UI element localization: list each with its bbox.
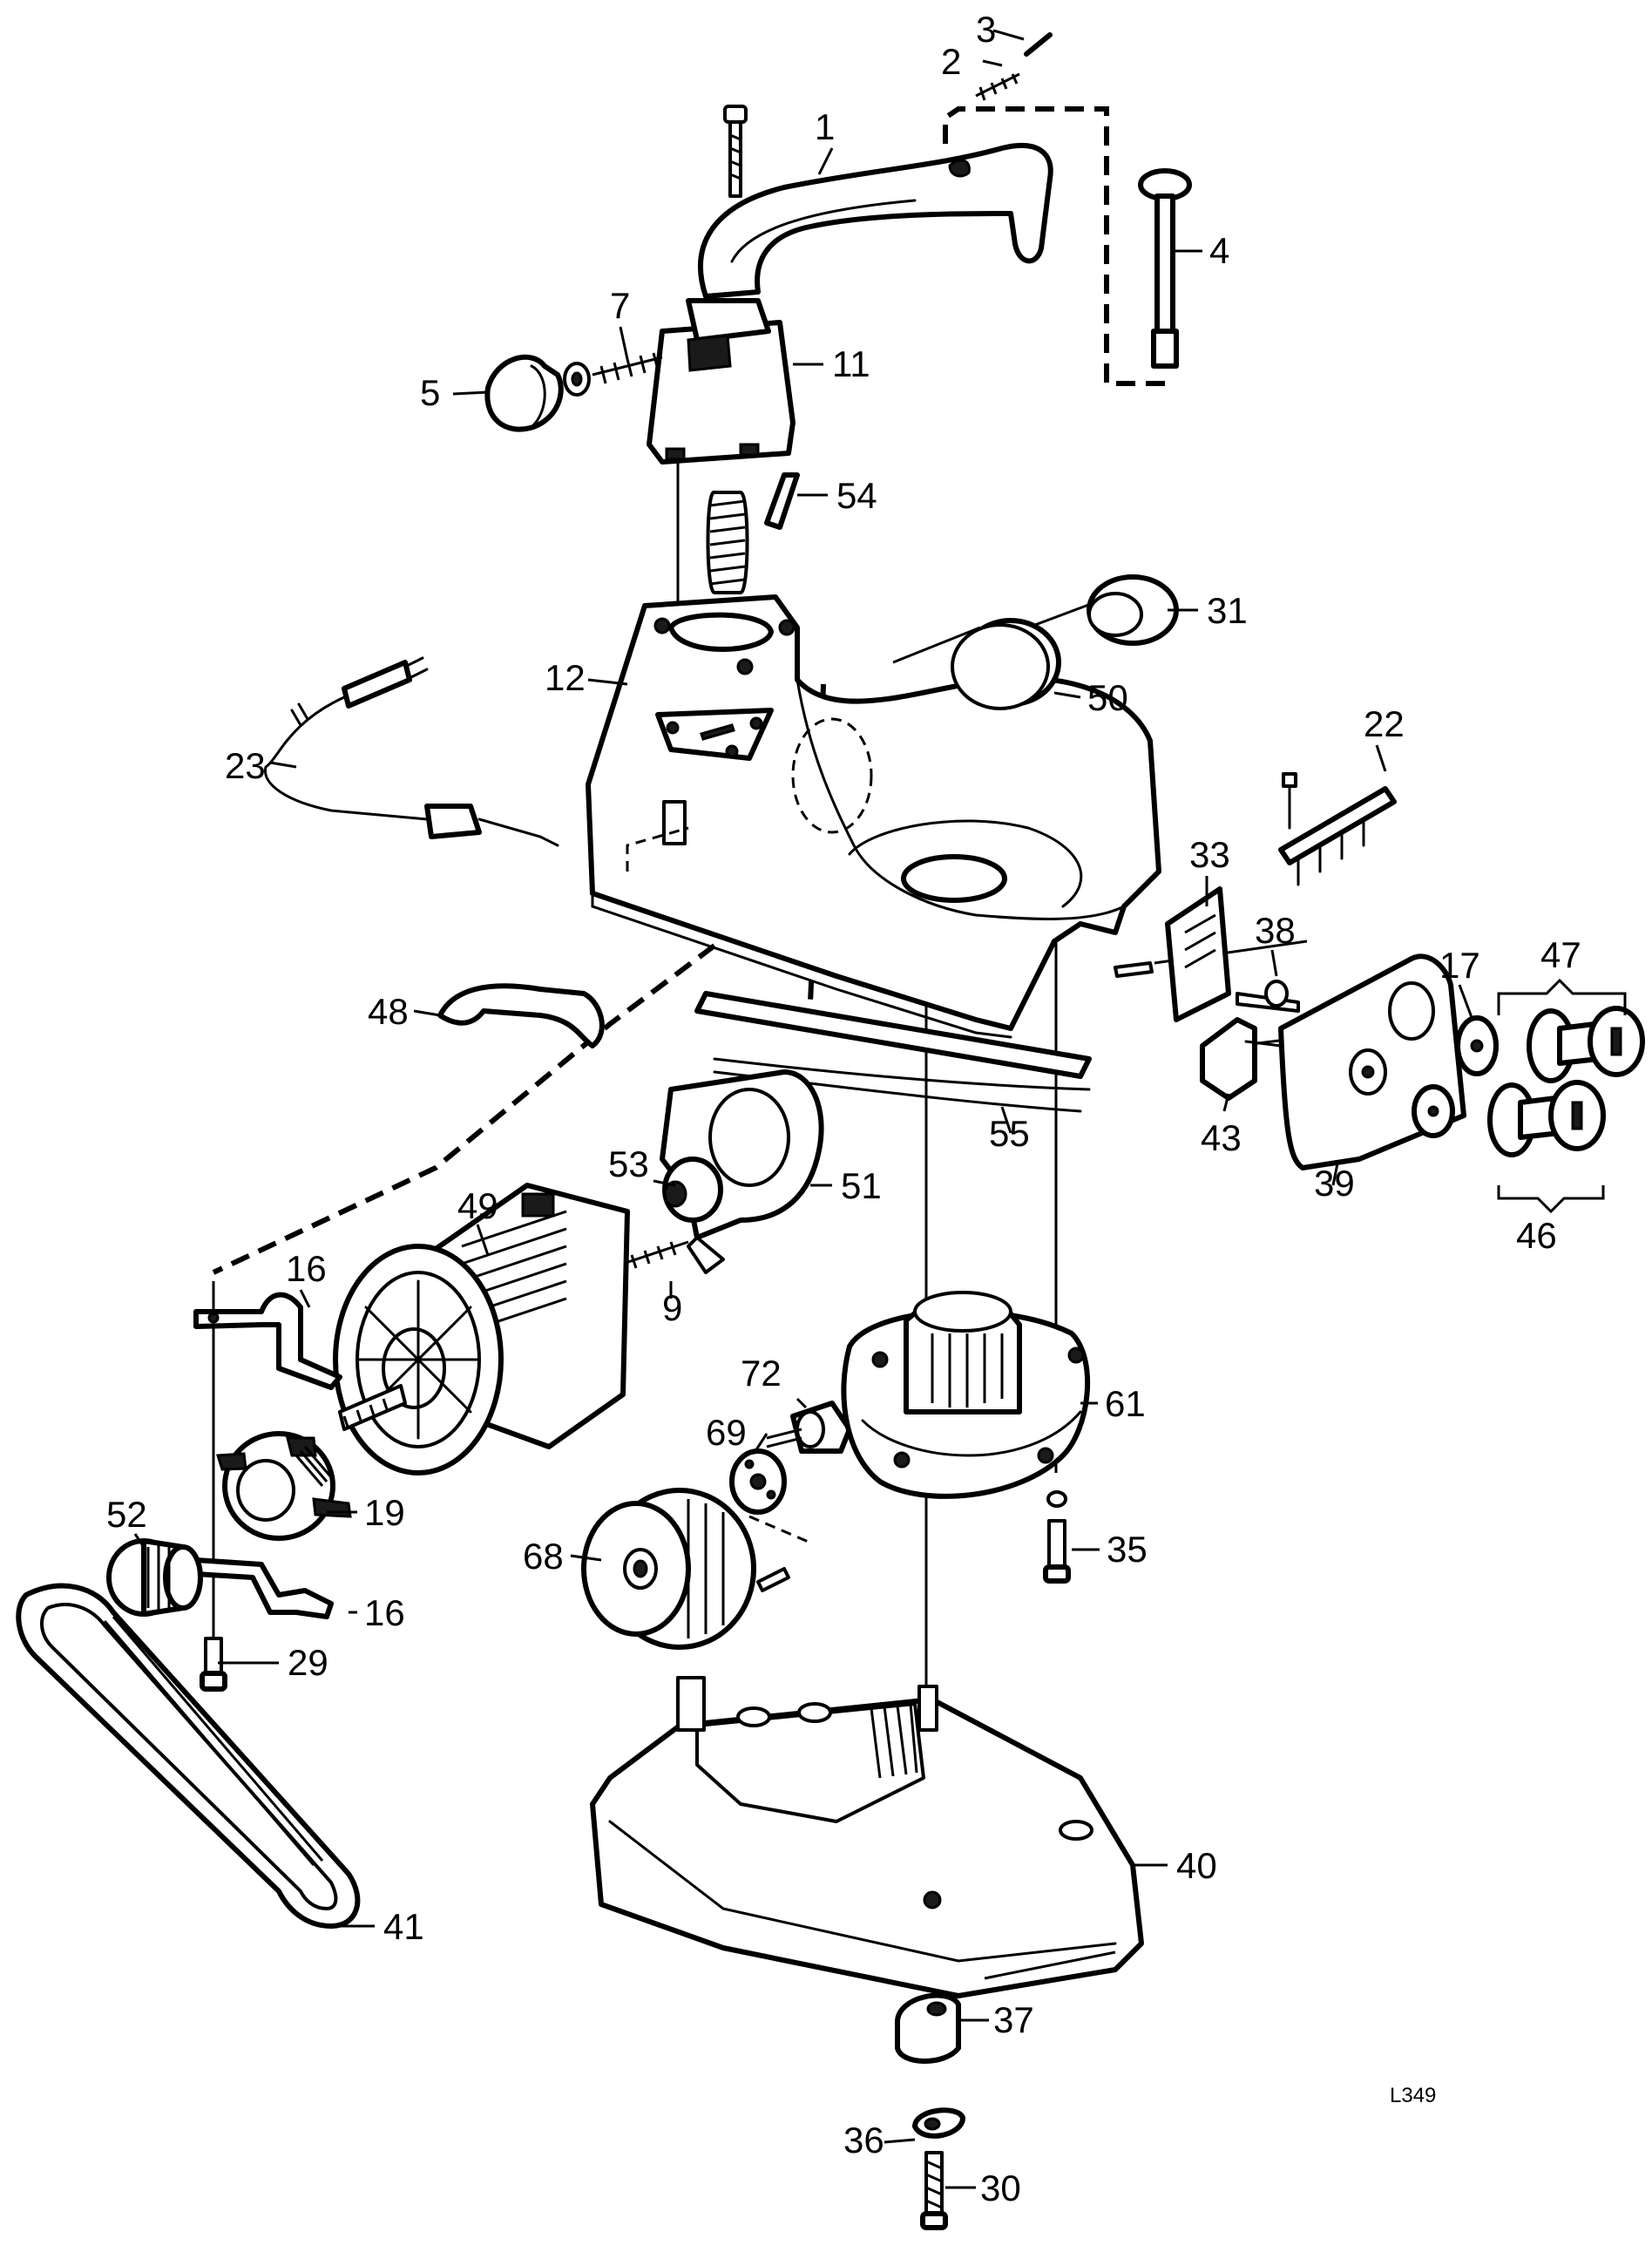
callout-49: 49	[457, 1185, 498, 1226]
clamp-part-16-upper	[193, 1292, 342, 1390]
callout-33: 33	[1189, 834, 1230, 875]
screw-part-30	[920, 2151, 948, 2230]
screw-part-29	[200, 1637, 227, 1692]
handle-part-1	[698, 142, 1053, 299]
base-part-40	[590, 1676, 1144, 1998]
bearing-plate-part-69	[729, 1448, 787, 1515]
knob-part-46	[1487, 1080, 1606, 1157]
callout-2: 2	[941, 41, 961, 82]
coupling-part-19	[216, 1431, 352, 1541]
callout-9: 9	[662, 1287, 682, 1328]
callout-36: 36	[843, 2120, 884, 2161]
pin-part-3	[1024, 32, 1053, 57]
callout-52: 52	[106, 1494, 147, 1535]
washer-part-36	[912, 2107, 965, 2139]
washer-part-46	[1412, 1084, 1455, 1138]
belt-part-41	[16, 1583, 361, 1929]
motor-part-49	[333, 1183, 630, 1475]
callout-54: 54	[836, 475, 877, 516]
spring-part	[706, 490, 749, 594]
small-screw	[756, 1567, 790, 1592]
callout-39: 39	[1314, 1163, 1355, 1204]
callout-55: 55	[989, 1113, 1030, 1154]
pulley-part-72	[766, 1401, 852, 1454]
callout-7: 7	[610, 285, 630, 326]
wheel-part-68	[581, 1488, 756, 1650]
callout-1: 1	[815, 106, 835, 147]
callout-47: 47	[1540, 934, 1581, 975]
figure-code: L349	[1390, 2084, 1436, 2107]
housing-part-12	[586, 594, 1161, 1039]
callout-69: 69	[706, 1412, 747, 1453]
callout-50: 50	[1087, 677, 1128, 718]
callout-16-upper: 16	[286, 1248, 327, 1289]
callout-46: 46	[1516, 1215, 1557, 1256]
callout-38: 38	[1255, 910, 1296, 951]
callout-31: 31	[1207, 590, 1248, 631]
wires-part-55	[694, 991, 1092, 1113]
callout-48: 48	[368, 991, 409, 1032]
leader-lines	[133, 29, 1474, 2189]
washer-part-17	[1455, 1015, 1499, 1076]
adjust-screw-part-7	[592, 352, 663, 384]
switch-part-38	[1236, 980, 1300, 1013]
callout-11: 11	[832, 343, 870, 384]
bushing-part-50	[951, 618, 1061, 710]
power-cord-part-23	[263, 656, 559, 847]
callout-53: 53	[608, 1143, 649, 1184]
washer	[563, 362, 591, 397]
callout-17: 17	[1439, 945, 1480, 986]
callout-5: 5	[420, 372, 440, 413]
bracket-46	[1497, 1185, 1605, 1214]
callout-68: 68	[523, 1536, 564, 1577]
callout-16-lower: 16	[364, 1592, 405, 1633]
handle-base-part-11	[647, 298, 796, 465]
knob-part-5	[484, 354, 564, 432]
knob-part-47	[1527, 1006, 1645, 1083]
callout-30: 30	[980, 2167, 1021, 2208]
callout-51: 51	[841, 1165, 882, 1206]
screw-part-35	[1043, 1490, 1071, 1584]
terminal-part-22	[1278, 772, 1397, 886]
callout-22: 22	[1364, 703, 1405, 744]
gearbox-part-61	[841, 1291, 1091, 1499]
board-part-33	[1114, 886, 1231, 1022]
bracket-part-48	[437, 983, 605, 1048]
callout-19: 19	[364, 1492, 405, 1533]
callout-61: 61	[1105, 1383, 1146, 1424]
callout-43: 43	[1201, 1117, 1242, 1158]
handle-screw	[723, 105, 748, 198]
callout-41: 41	[383, 1906, 424, 1947]
bushing-part-31	[1087, 574, 1179, 646]
callout-35: 35	[1107, 1529, 1148, 1570]
callout-12: 12	[545, 657, 586, 698]
callout-4: 4	[1209, 230, 1229, 271]
callout-29: 29	[288, 1642, 328, 1683]
callout-23: 23	[225, 745, 266, 786]
callout-labels: 3 2 1 4 7 11 5 54 31 12 50 22 23 33 38 4…	[106, 9, 1581, 2208]
clamp-part-16-lower	[193, 1557, 334, 1619]
switch-part-43	[1200, 1017, 1283, 1101]
spring-part-2	[975, 72, 1020, 101]
clip-part-54	[764, 472, 800, 530]
pulley-part-52	[106, 1538, 203, 1617]
callout-72: 72	[741, 1353, 782, 1394]
callout-37: 37	[993, 1999, 1034, 2040]
foot-part-37	[895, 1992, 961, 2064]
plunger-part-4	[1138, 168, 1192, 369]
bracket-47	[1497, 978, 1627, 1015]
callout-40: 40	[1176, 1845, 1217, 1886]
callout-3: 3	[976, 9, 996, 50]
bearing-part-53	[662, 1157, 723, 1223]
